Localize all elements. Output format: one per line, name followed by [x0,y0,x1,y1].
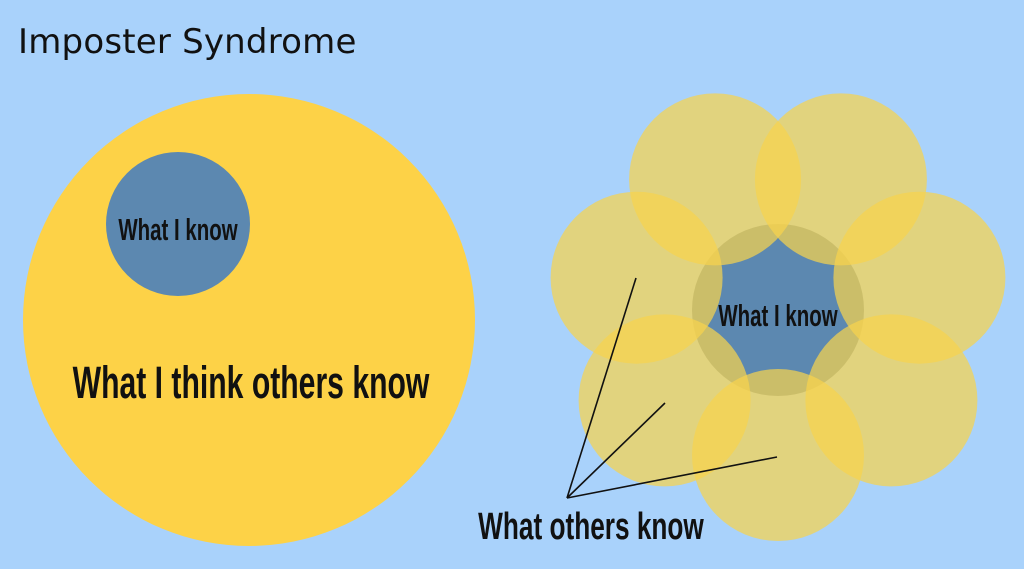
what-i-know-center-label: What I know [718,298,838,333]
what-i-know-circle [106,152,250,296]
right-diagram: What I know What others know [478,93,1006,547]
what-i-think-others-know-label: What I think others know [73,358,430,409]
pointer-line-1 [566,277,637,499]
what-i-think-others-know-circle [23,94,475,546]
pointer-line-2 [566,402,666,499]
pointer-lines [566,277,778,499]
left-diagram: What I know What I think others know [23,94,475,546]
what-i-know-label: What I know [118,212,238,247]
what-others-know-circle-7 [550,191,723,364]
pointer-line-3 [566,456,778,499]
what-others-know-label: What others know [478,504,704,547]
what-others-know-circles [550,93,1006,541]
page-title: Imposter Syndrome [18,22,357,62]
